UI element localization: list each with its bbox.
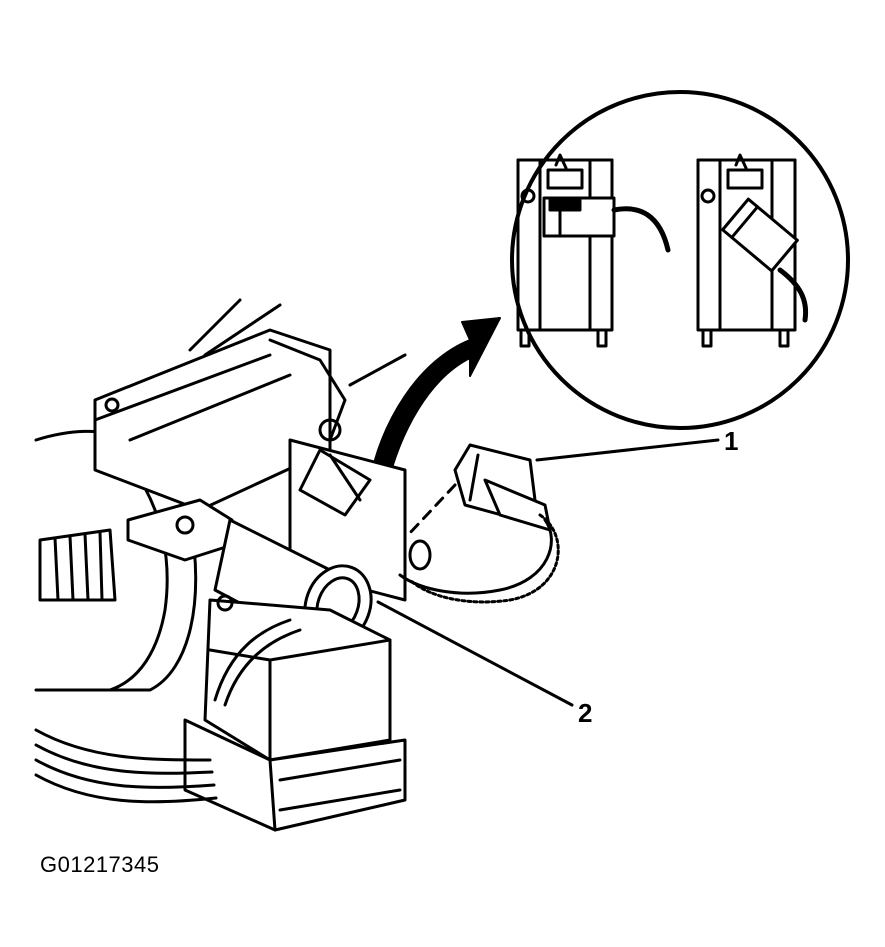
detail-inset: [510, 90, 850, 430]
leader-line-2: [376, 600, 574, 707]
callout-label-1: 1: [724, 426, 739, 456]
detail-tilted-connector: [696, 153, 809, 348]
detail-inset-circle: [510, 90, 850, 430]
callout-label-2: 2: [578, 698, 593, 728]
ignition-key-alarm-connector: [398, 443, 560, 604]
detail-seated-connector: [516, 153, 671, 348]
leader-line-1: [535, 438, 720, 462]
figure-code: G01217345: [40, 852, 160, 877]
steering-column-housing: [34, 298, 407, 832]
